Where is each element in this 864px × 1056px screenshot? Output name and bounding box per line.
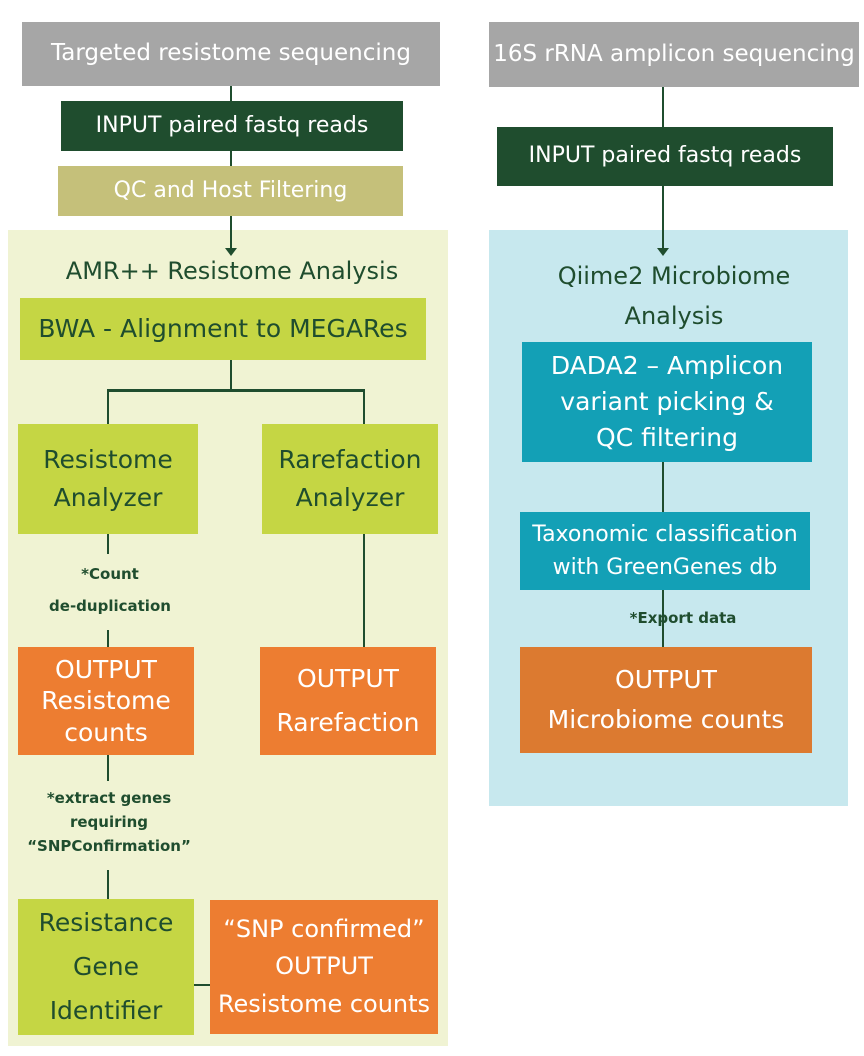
connector	[230, 150, 232, 167]
connector	[662, 590, 664, 648]
qiime-panel-title: Qiime2 Microbiome Analysis	[557, 262, 791, 330]
bwa-alignment-box: BWA - Alignment to MEGARes	[20, 298, 426, 360]
connector	[107, 389, 365, 392]
connector	[230, 216, 232, 252]
arrow-head-icon	[657, 248, 669, 256]
connector	[662, 186, 664, 252]
dada2-box: DADA2 – Amplicon variant picking & QC fi…	[522, 342, 812, 462]
qc-host-filtering-box: QC and Host Filtering	[58, 166, 403, 216]
resistance-gene-identifier-box: Resistance Gene Identifier	[18, 899, 194, 1035]
connector	[230, 360, 232, 390]
rarefaction-analyzer-box: Rarefaction Analyzer	[262, 424, 438, 534]
targeted-resistome-header: Targeted resistome sequencing	[22, 22, 440, 86]
amr-panel-title: AMR++ Resistome Analysis	[65, 257, 399, 285]
connector	[107, 389, 109, 425]
resistome-analyzer-box: Resistome Analyzer	[18, 424, 198, 534]
16s-rrna-header: 16S rRNA amplicon sequencing	[489, 22, 859, 87]
input-reads-box-right: INPUT paired fastq reads	[497, 127, 833, 186]
output-resistome-counts-box: OUTPUT Resistome counts	[18, 647, 194, 755]
input-reads-box-left: INPUT paired fastq reads	[61, 101, 403, 151]
connector	[230, 86, 232, 106]
connector	[107, 534, 109, 554]
connector	[662, 462, 664, 512]
export-data-note: *Export data	[629, 609, 737, 627]
arrow-head-icon	[225, 248, 237, 256]
connector	[107, 755, 109, 781]
output-microbiome-counts-box: OUTPUT Microbiome counts	[520, 647, 812, 753]
connector	[107, 630, 109, 648]
snp-confirmed-output-box: “SNP confirmed” OUTPUT Resistome counts	[210, 900, 438, 1034]
count-dedup-note: *Count de-duplication	[49, 565, 171, 615]
connector	[363, 389, 365, 425]
output-rarefaction-box: OUTPUT Rarefaction	[260, 647, 436, 755]
connector	[193, 984, 211, 986]
extract-genes-note: *extract genes requiring “SNPConfirmatio…	[27, 789, 191, 855]
connector	[662, 87, 664, 127]
taxonomic-classification-box: Taxonomic classification with GreenGenes…	[520, 512, 810, 590]
connector	[363, 534, 365, 648]
connector	[107, 870, 109, 900]
